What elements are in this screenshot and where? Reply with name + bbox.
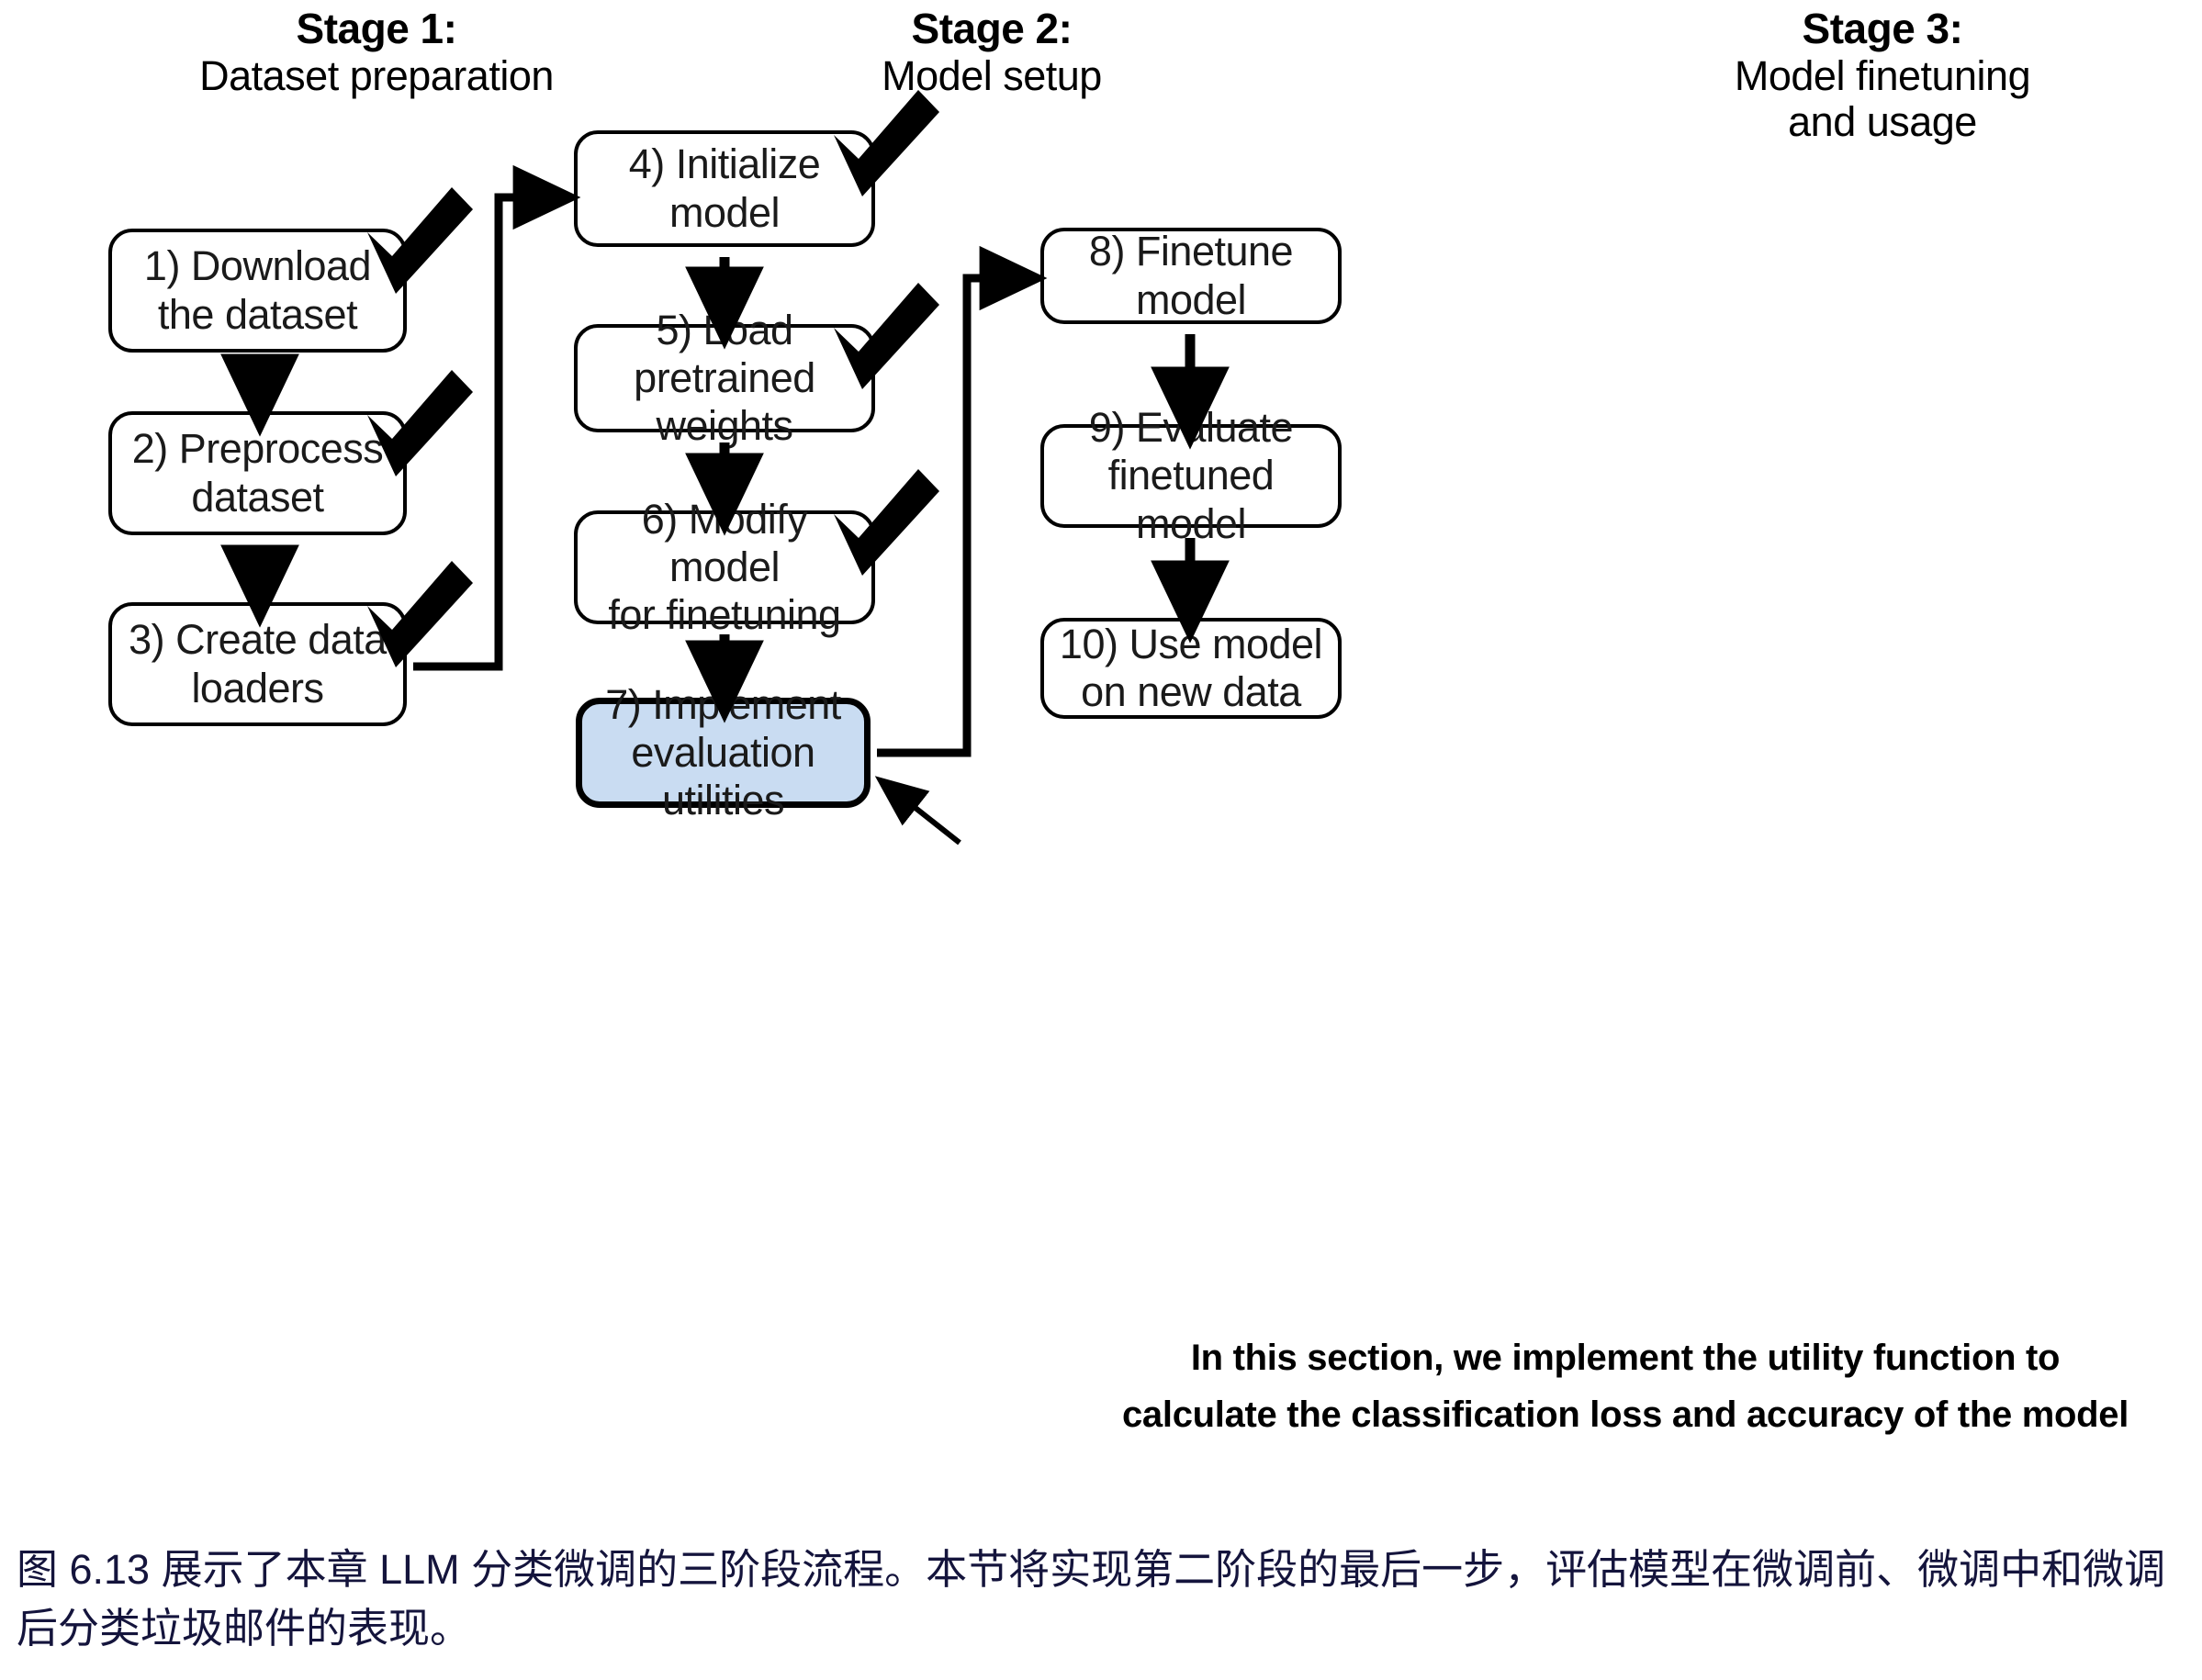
- stage-2-header: Stage 2: Model setup: [735, 5, 1249, 99]
- stage-2-subtitle: Model setup: [882, 51, 1102, 99]
- step-box-10-label: 10) Use model on new data: [1059, 620, 1323, 715]
- step-box-4-label: 4) Initialize model: [628, 140, 821, 236]
- stage-1-subtitle: Dataset preparation: [199, 51, 554, 99]
- stage-1-title: Stage 1:: [296, 5, 457, 52]
- step-box-5-label: 5) Load pretrained weights: [634, 306, 815, 450]
- arrow-box7-to-box8: [877, 245, 1048, 757]
- stage-3-title: Stage 3:: [1802, 5, 1963, 52]
- step-box-9-label: 9) Evaluate finetuned model: [1088, 404, 1294, 547]
- stage-1-header: Stage 1: Dataset preparation: [55, 5, 698, 99]
- step-box-4-initialize-model[interactable]: 4) Initialize model: [574, 130, 875, 247]
- step-box-1-label: 1) Download the dataset: [143, 242, 372, 338]
- step-box-5-load-pretrained-weights[interactable]: 5) Load pretrained weights: [574, 307, 875, 449]
- figure-caption: 图 6.13 展示了本章 LLM 分类微调的三阶段流程。本节将实现第二阶段的最后…: [17, 1546, 2166, 1652]
- step-box-6-label: 6) Modify model for finetuning: [608, 495, 841, 639]
- step-box-3-label: 3) Create data loaders: [129, 616, 387, 711]
- step-box-2-preprocess-dataset[interactable]: 2) Preprocess dataset: [108, 411, 407, 535]
- annotation-note: In this section, we implement the utilit…: [1121, 1338, 2129, 1435]
- annotation-pointer-arrow: [874, 776, 961, 846]
- step-box-2-label: 2) Preprocess dataset: [131, 425, 384, 521]
- stage-3-subtitle: Model finetuning and usage: [1734, 51, 2031, 145]
- step-box-7-implement-evaluation-utilities[interactable]: 7) Implement evaluation utilities: [576, 681, 871, 823]
- stage-2-title: Stage 2:: [911, 5, 1073, 52]
- step-box-6-modify-model-for-finetuning[interactable]: 6) Modify model for finetuning: [574, 496, 875, 638]
- step-box-3-create-data-loaders[interactable]: 3) Create data loaders: [108, 602, 407, 726]
- step-box-7-label: 7) Implement evaluation utilities: [605, 680, 841, 824]
- step-box-9-evaluate-finetuned-model[interactable]: 9) Evaluate finetuned model: [1040, 404, 1342, 547]
- step-box-8-finetune-model[interactable]: 8) Finetune model: [1040, 228, 1342, 324]
- step-box-1-download-the-dataset[interactable]: 1) Download the dataset: [108, 229, 407, 353]
- stage-3-header: Stage 3: Model finetuning and usage: [1561, 5, 2202, 145]
- step-box-8-label: 8) Finetune model: [1088, 228, 1294, 323]
- arrow-box3-to-box4: [413, 164, 581, 671]
- step-box-10-use-model-on-new-data[interactable]: 10) Use model on new data: [1040, 618, 1342, 719]
